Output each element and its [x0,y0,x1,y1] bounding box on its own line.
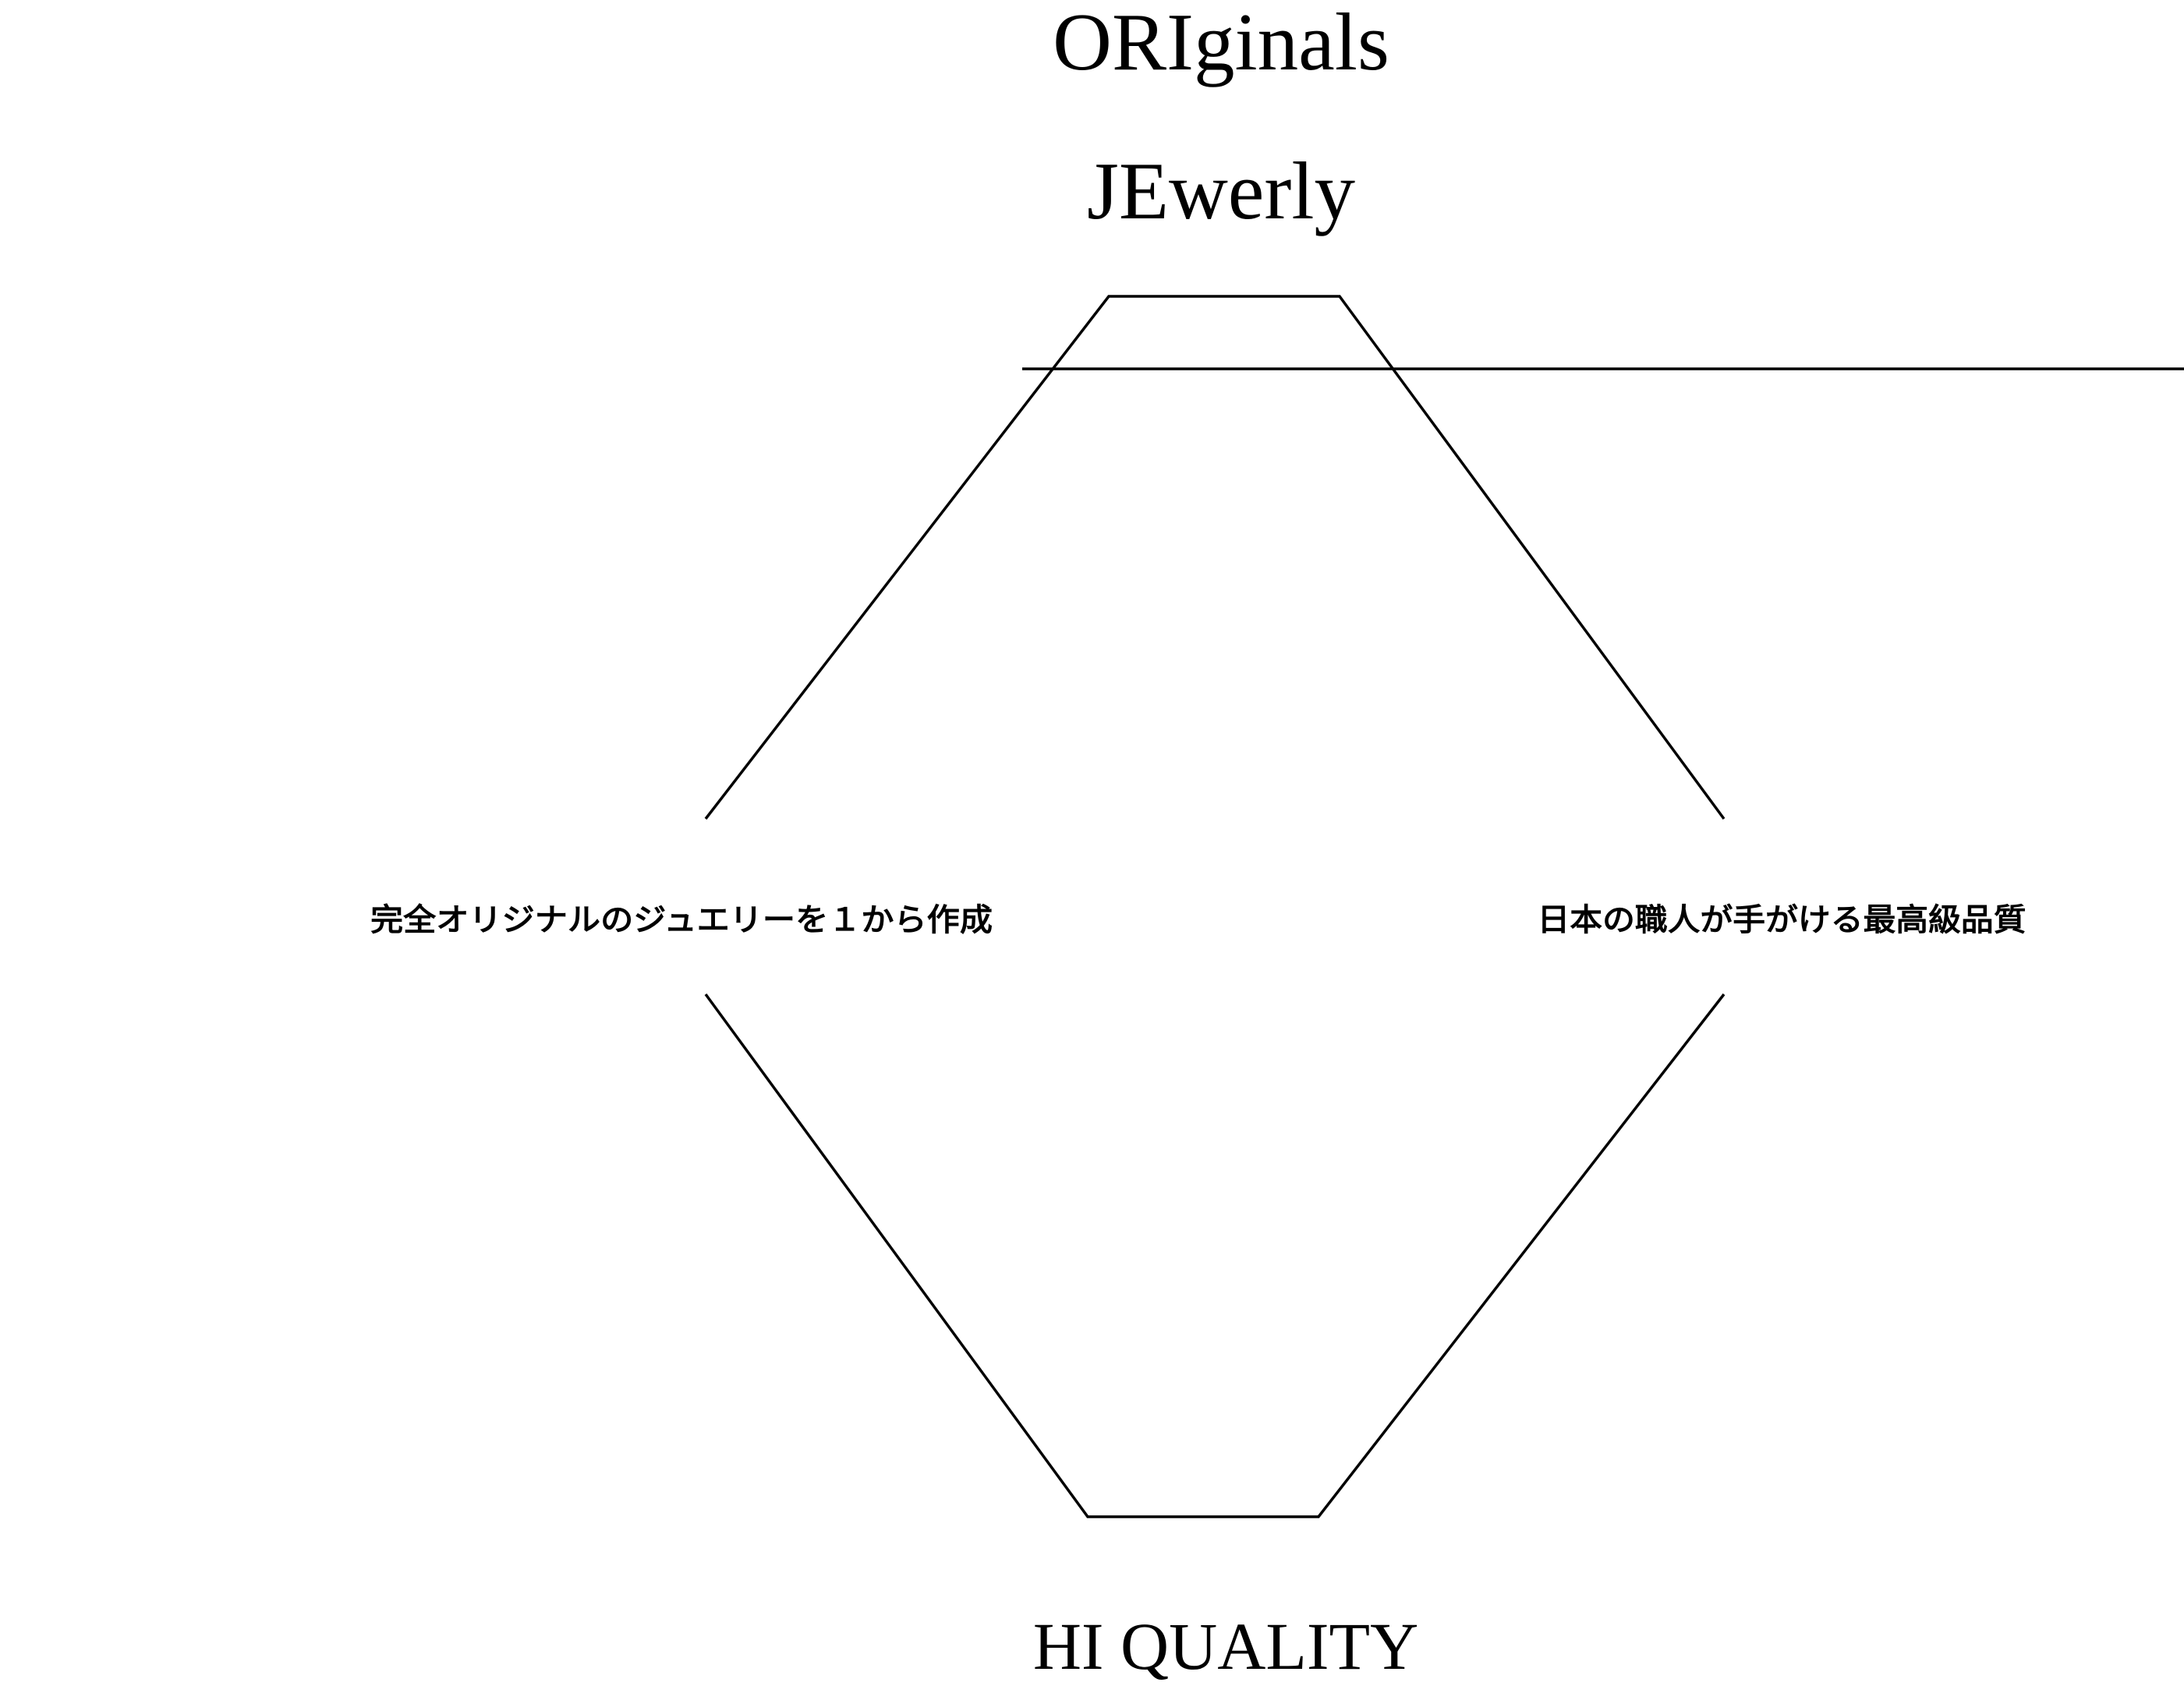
heading-originals: ORIginals [1053,0,1389,87]
hexagon-top-outline [704,295,1726,820]
hexagon-bottom-outline [704,993,1726,1518]
feature-right-text: 日本の職人が手がける最高級品質 [1538,901,2026,938]
footer-hi-quality: HI QUALITY [1033,1609,1418,1684]
heading-jewelry: JEwerly [1087,145,1356,236]
feature-left-text: 完全オリジナルのジュエリーを１から作成 [370,901,993,938]
